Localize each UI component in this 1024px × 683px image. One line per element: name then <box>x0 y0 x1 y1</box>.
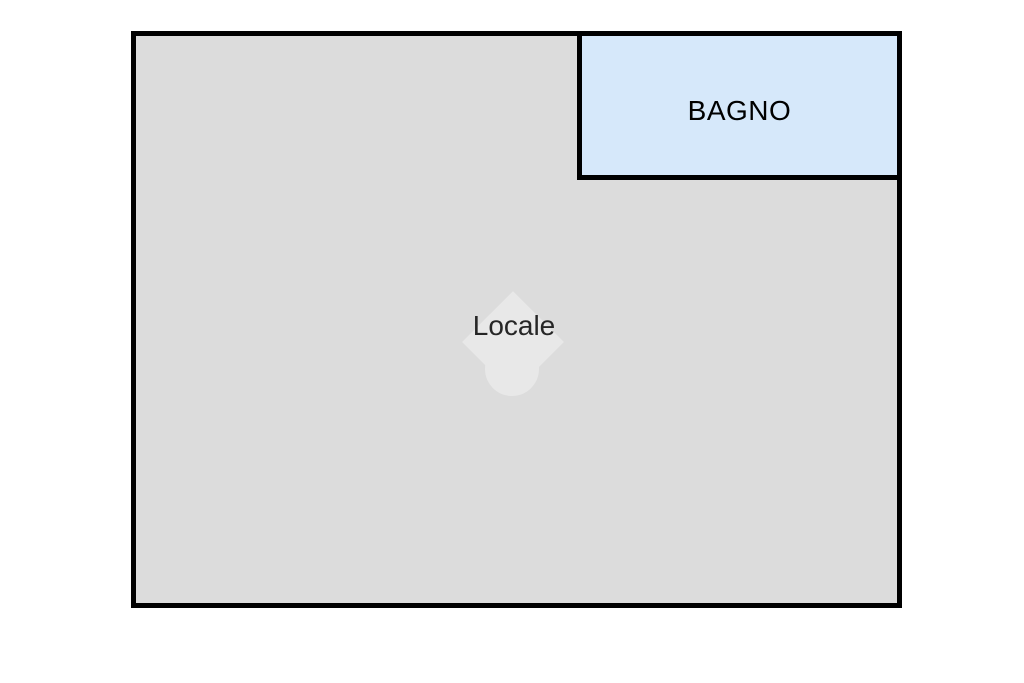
room-label-bagno: BAGNO <box>687 94 792 126</box>
watermark-circle-icon <box>485 342 539 396</box>
watermark-diamond-icon <box>462 291 564 393</box>
room-bagno: BAGNO <box>577 31 902 180</box>
room-label-locale: Locale <box>472 310 556 341</box>
